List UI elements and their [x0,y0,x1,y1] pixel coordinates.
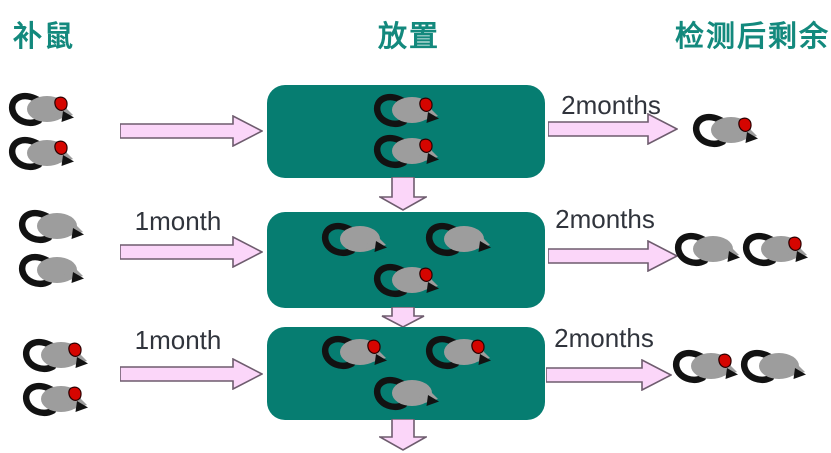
mouse-icon-gray [373,376,439,410]
mouse-icon-gray [18,209,84,243]
mouse-icon-red [373,134,439,168]
column-title-remaining-after-test: 检测后剩余 [674,21,830,53]
row1-output-arrow-right-icon [548,113,678,145]
row2-input-mice-group [18,208,84,290]
mouse-icon-red [742,232,808,266]
row2-output-mice-group [674,231,808,269]
row1-flow-arrow-right-icon [120,115,263,147]
row2-flow-arrow-down-icon [381,307,425,328]
row2-duration-label: 2months [555,204,655,234]
row3-box-top-mice [321,334,491,372]
row1-output-mice-group [692,112,758,150]
mouse-icon-red [692,113,758,147]
row2-placement-box [267,212,545,308]
mouse-icon-red [672,349,738,383]
row3-output-mice-group [672,348,806,386]
row3-placement-box [267,327,545,420]
mouse-icon-red [8,92,74,126]
mouse-icon-red [373,263,439,297]
mouse-icon-red [373,93,439,127]
row1-box-top-mice [373,92,439,130]
column-title-supplement-mice: 补鼠 [13,21,76,53]
row3-input-mice-group [22,337,88,419]
row3-duration-label: 2months [554,323,654,353]
mouse-icon-gray [425,222,491,256]
row3-flow-arrow-right-icon [120,358,263,390]
row3-input-duration-label: 1month [134,325,222,355]
mouse-icon-red [22,382,88,416]
mouse-icon-gray [321,222,387,256]
row2-box-top-mice [321,221,491,259]
row1-duration-label: 2months [561,90,661,120]
row3-box-bottom-mice [373,375,439,413]
mouse-icon-gray [18,253,84,287]
mouse-icon-red [321,335,387,369]
mouse-icon-red [22,338,88,372]
mouse-icon-red [8,136,74,170]
row1-box-bottom-mice [373,133,439,171]
row1-flow-arrow-down-icon [379,177,427,211]
row2-output-arrow-right-icon [548,240,678,272]
column-title-placement: 放置 [378,21,441,53]
row3-output-arrow-right-icon [546,359,672,391]
row1-input-mice-group [8,91,74,173]
row2-box-bottom-mice [373,262,439,300]
row2-input-duration-label: 1month [134,206,222,236]
mouse-icon-red [425,335,491,369]
mouse-icon-gray [740,349,806,383]
row3-flow-arrow-down-icon [379,419,427,451]
row1-placement-box [267,85,545,178]
row2-flow-arrow-right-icon [120,236,263,268]
mouse-icon-gray [674,232,740,266]
